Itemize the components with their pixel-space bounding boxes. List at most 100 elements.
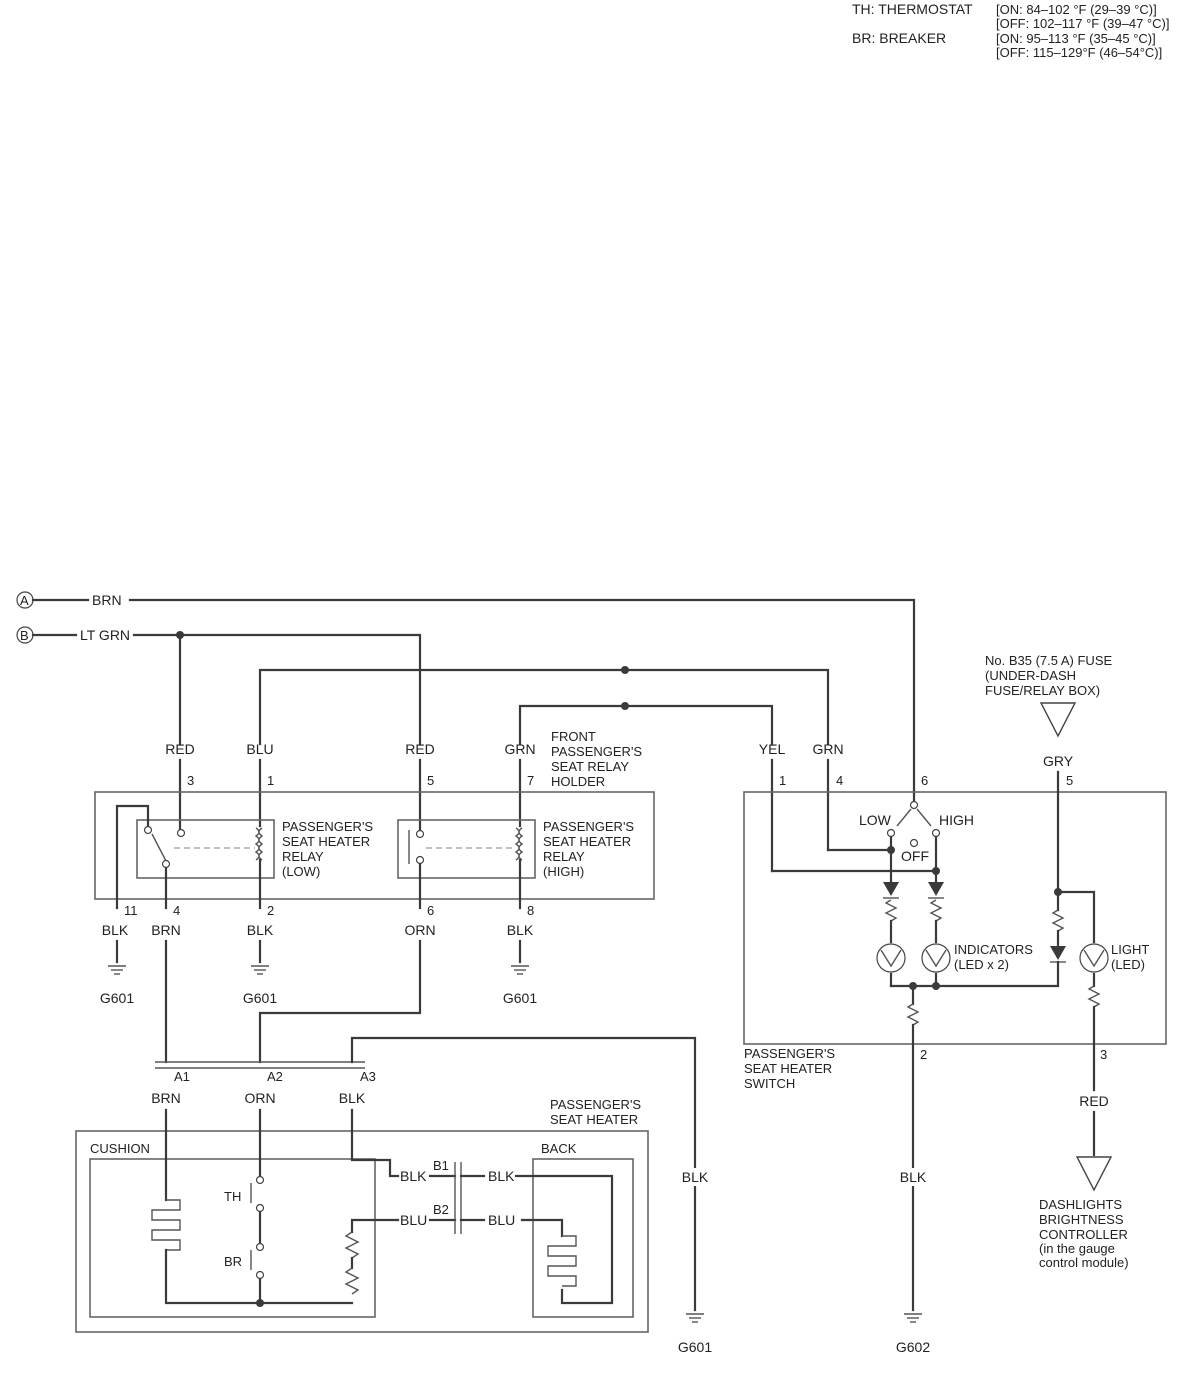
relay-holder-box bbox=[94, 791, 655, 900]
connector-wire-a2: ORN bbox=[244, 1090, 275, 1106]
heater-b2-left-wire: BLU bbox=[400, 1212, 427, 1228]
ground-icon bbox=[108, 965, 126, 975]
fuse-label-2: (UNDER-DASH bbox=[985, 668, 1076, 683]
relay-top-wire-3: RED bbox=[405, 741, 435, 757]
input-a: A BRN bbox=[16, 591, 916, 802]
switch-selector-icon bbox=[909, 800, 919, 810]
relay-bottom-pin-8: 8 bbox=[527, 903, 534, 918]
switch-ground: G602 bbox=[896, 1339, 930, 1355]
heater-b1-right-wire: BLK bbox=[488, 1168, 515, 1184]
input-b: B LT GRN bbox=[16, 626, 422, 746]
ground-icon bbox=[904, 1313, 922, 1323]
switch-top-wire-yel: YEL bbox=[759, 741, 786, 757]
legend-breaker-on: [ON: 95–113 °F (35–45 °C)] bbox=[996, 31, 1156, 46]
fuse-wire: GRY bbox=[1043, 753, 1074, 769]
legend-thermostat-on: [ON: 84–102 °F (29–39 °C)] bbox=[996, 2, 1157, 17]
fuse-icon bbox=[1039, 702, 1077, 738]
dashlights-2: BRIGHTNESS bbox=[1039, 1212, 1124, 1227]
fuse-label-3: FUSE/RELAY BOX) bbox=[985, 683, 1100, 698]
relay-bottom-pin-6: 6 bbox=[427, 903, 434, 918]
connector-a-label: A bbox=[20, 593, 29, 608]
connector-right-wire: BLK bbox=[682, 1169, 709, 1185]
fuse-label-1: No. B35 (7.5 A) FUSE bbox=[985, 653, 1112, 668]
relay-top-wire-1: RED bbox=[165, 741, 195, 757]
relay-low-label-4: (LOW) bbox=[282, 864, 320, 879]
seat-heater: PASSENGER'S SEAT HEATER CUSHION BACK TH … bbox=[75, 1097, 649, 1333]
switch-title-1: PASSENGER'S bbox=[744, 1046, 835, 1061]
switch-pin-6: 6 bbox=[921, 773, 928, 788]
legend: TH: THERMOSTAT [ON: 84–102 °F (29–39 °C)… bbox=[852, 1, 1169, 60]
relay-high-label-2: SEAT HEATER bbox=[543, 834, 631, 849]
relay-bottom-wire-11: BLK bbox=[102, 922, 129, 938]
diode-icon bbox=[1050, 946, 1066, 960]
relay-ground-3: G601 bbox=[503, 990, 537, 1006]
relay-bottom-pin-11: 11 bbox=[124, 903, 138, 918]
back-label: BACK bbox=[541, 1141, 577, 1156]
switch-off-label: OFF bbox=[901, 848, 929, 864]
breaker-contact-icon bbox=[255, 1242, 265, 1252]
heater-outer-box bbox=[75, 1130, 649, 1333]
diode-icon bbox=[928, 882, 944, 896]
relay-holder-title-4: HOLDER bbox=[551, 774, 605, 789]
connector-b-label: B bbox=[20, 628, 29, 643]
wire-grn-yel bbox=[518, 704, 774, 746]
heater-b1-left-wire: BLK bbox=[400, 1168, 427, 1184]
relay-high-label-1: PASSENGER'S bbox=[543, 819, 634, 834]
relay-top-wire-4: GRN bbox=[504, 741, 535, 757]
relay-holder: FRONT PASSENGER'S SEAT RELAY HOLDER RED … bbox=[94, 729, 655, 1006]
relay-ground-2: G601 bbox=[243, 990, 277, 1006]
input-a-wire-label: BRN bbox=[92, 592, 122, 608]
legend-thermostat-off: [OFF: 102–117 °F (39–47 °C)] bbox=[996, 16, 1169, 31]
relay-top-pin-7: 7 bbox=[527, 773, 534, 788]
relay-low-label-3: RELAY bbox=[282, 849, 324, 864]
relay-low-coil-icon bbox=[254, 827, 264, 861]
input-b-wire-label: LT GRN bbox=[80, 627, 130, 643]
dashlights-3: CONTROLLER bbox=[1039, 1227, 1128, 1242]
connector-pin-a3: A3 bbox=[360, 1069, 376, 1084]
relay-low-label-2: SEAT HEATER bbox=[282, 834, 370, 849]
cushion-label: CUSHION bbox=[90, 1141, 150, 1156]
switch-top-wire-grn: GRN bbox=[812, 741, 843, 757]
switch-pin-1: 1 bbox=[779, 773, 786, 788]
relay-bottom-pin-4: 4 bbox=[173, 903, 180, 918]
heater-b2-right-wire: BLU bbox=[488, 1212, 515, 1228]
relay-bottom-pin-2: 2 bbox=[267, 903, 274, 918]
relay-high-label-4: (HIGH) bbox=[543, 864, 584, 879]
connector-pin-a2: A2 bbox=[267, 1069, 283, 1084]
switch-light-1: LIGHT bbox=[1111, 942, 1149, 957]
relay-holder-title-3: SEAT RELAY bbox=[551, 759, 629, 774]
heater-title-2: SEAT HEATER bbox=[550, 1112, 638, 1127]
wire-ltgrn-bus bbox=[132, 633, 422, 746]
legend-breaker-off: [OFF: 115–129°F (46–54°C)] bbox=[996, 45, 1162, 60]
dashlights-1: DASHLIGHTS bbox=[1039, 1197, 1122, 1212]
back-heater-element-icon bbox=[547, 1235, 577, 1287]
thermostat-contact-icon bbox=[255, 1175, 265, 1185]
switch-box bbox=[743, 791, 1167, 1045]
relay-high-box bbox=[397, 819, 536, 879]
heater-title-1: PASSENGER'S bbox=[550, 1097, 641, 1112]
connector-wire-a1: BRN bbox=[151, 1090, 181, 1106]
fuse-pin: 5 bbox=[1066, 773, 1073, 788]
connector-a-group: A1 A2 A3 BRN ORN BLK BLK G601 bbox=[151, 1036, 712, 1355]
switch-title-2: SEAT HEATER bbox=[744, 1061, 832, 1076]
switch-wire-3: RED bbox=[1079, 1093, 1109, 1109]
legend-breaker: BR: BREAKER bbox=[852, 30, 946, 46]
relay-bottom-wire-6: ORN bbox=[404, 922, 435, 938]
switch-pin-4: 4 bbox=[836, 773, 843, 788]
switch-wire-2: BLK bbox=[900, 1169, 927, 1185]
relay-high-coil-icon bbox=[514, 827, 524, 861]
relay-top-wire-2: BLU bbox=[246, 741, 273, 757]
heater-switch: YEL GRN 1 4 6 LOW HIGH OFF bbox=[743, 653, 1167, 1355]
relay-bottom-wire-2: BLK bbox=[247, 922, 274, 938]
switch-light-2: (LED) bbox=[1111, 957, 1145, 972]
switch-title-3: SWITCH bbox=[744, 1076, 795, 1091]
led-light-icon bbox=[1079, 943, 1109, 973]
connector-pin-a1: A1 bbox=[174, 1069, 190, 1084]
relay-low-label-1: PASSENGER'S bbox=[282, 819, 373, 834]
relay-holder-title-2: PASSENGER'S bbox=[551, 744, 642, 759]
legend-thermostat: TH: THERMOSTAT bbox=[852, 1, 973, 17]
switch-indicators-1: INDICATORS bbox=[954, 942, 1033, 957]
switch-high-label: HIGH bbox=[939, 812, 974, 828]
ground-icon bbox=[686, 1313, 704, 1323]
